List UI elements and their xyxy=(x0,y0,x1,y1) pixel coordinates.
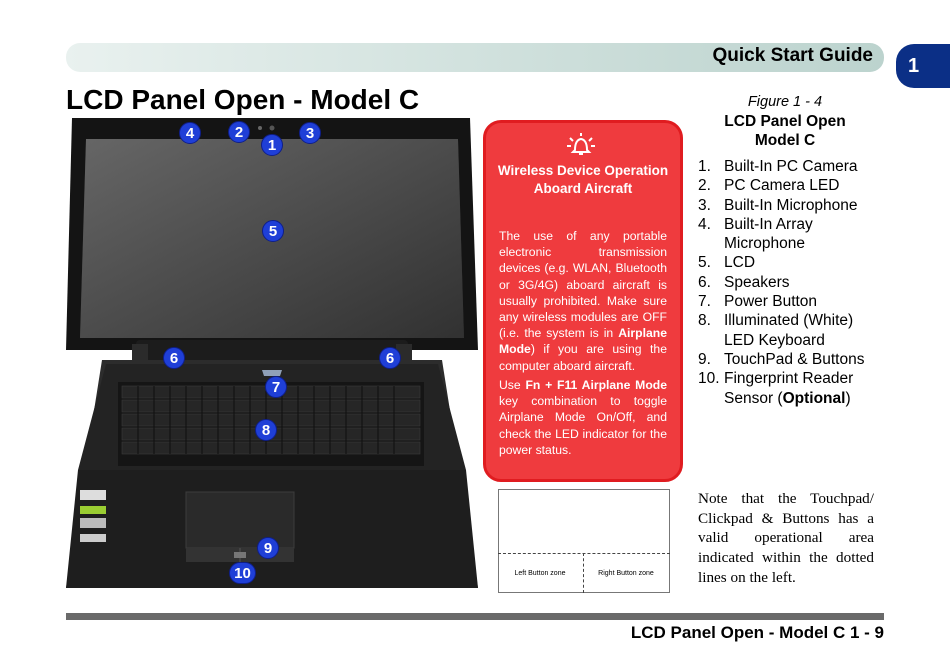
legend-text: Illuminated (White) LED Keyboard xyxy=(724,312,854,349)
airplane-mode-icon xyxy=(567,133,595,155)
footer-page-label: LCD Panel Open - Model C 1 - 9 xyxy=(630,623,884,642)
legend-item: 7. Power Button xyxy=(698,292,878,311)
legend-number: 8. xyxy=(698,312,711,330)
callout-1: 1 xyxy=(261,134,283,156)
legend-item: 6. Speakers xyxy=(698,273,878,292)
left-button-zone-label: Left Button zone xyxy=(514,570,566,577)
legend-bold-text: Optional xyxy=(782,389,846,407)
warning-title: Wireless Device Operation Aboard Aircraf… xyxy=(497,163,669,196)
legend-text-part: ) xyxy=(845,389,851,407)
legend-number: 7. xyxy=(698,293,711,311)
warning-text: key combination to toggle Airplane Mode … xyxy=(499,394,667,457)
callout-9: 9 xyxy=(257,537,279,559)
legend-text: Power Button xyxy=(724,293,818,311)
callout-8: 8 xyxy=(255,419,277,441)
legend-text: Fingerprint Reader Sensor (Optional) xyxy=(724,369,878,408)
legend-item: 8. Illuminated (White) LED Keyboard xyxy=(698,311,878,350)
chapter-tab[interactable]: 1 xyxy=(896,44,950,88)
guide-title: Quick Start Guide xyxy=(712,45,873,66)
callout-7: 7 xyxy=(265,376,287,398)
laptop-photo xyxy=(66,118,478,588)
wireless-warning-box xyxy=(483,120,683,482)
callout-3: 3 xyxy=(299,122,321,144)
legend-number: 4. xyxy=(698,215,711,233)
warning-paragraph-1: The use of any portable electronic trans… xyxy=(499,228,667,374)
legend-item: 5. LCD xyxy=(698,253,878,272)
callout-6-left: 6 xyxy=(163,347,185,369)
footer-bar xyxy=(66,613,884,620)
page-title: LCD Panel Open - Model C xyxy=(66,84,420,115)
touchpad-note: Note that the Touchpad/ Clickpad & Butto… xyxy=(698,490,874,586)
legend-item: 2. PC Camera LED xyxy=(698,176,878,195)
callout-10: 10 xyxy=(229,562,256,584)
callout-6-right: 6 xyxy=(379,347,401,369)
legend-item: 9. TouchPad & Buttons xyxy=(698,350,878,369)
warning-text: Use xyxy=(499,378,526,392)
warning-text: The use of any portable electronic trans… xyxy=(499,229,667,341)
legend-number: 5. xyxy=(698,254,711,272)
header-band xyxy=(66,43,884,72)
legend-text: LCD xyxy=(724,254,756,272)
callout-5: 5 xyxy=(262,220,284,242)
right-button-zone-label: Right Button zone xyxy=(598,570,654,577)
component-legend: 1. Built-In PC Camera 2. PC Camera LED 3. B… xyxy=(698,157,878,408)
touchpad-diagram xyxy=(498,489,670,593)
legend-text: TouchPad & Buttons xyxy=(724,350,865,368)
legend-item: 10.Fingerprint Reader Sensor (Optional) xyxy=(698,369,878,408)
legend-text: PC Camera LED xyxy=(724,177,840,195)
laptop-illustration: 4 2 1 3 5 6 6 7 8 9 10 xyxy=(66,114,478,588)
warning-paragraph-2: Use Fn + F11 Airplane Mode key combinati… xyxy=(499,377,667,458)
warning-bold-text: Fn + F11 Airplane Mode xyxy=(525,378,667,392)
touchpad-dotted-line xyxy=(498,553,670,554)
legend-number: 9. xyxy=(698,350,711,368)
legend-number: 1. xyxy=(698,158,711,175)
legend-text: Built-In Microphone xyxy=(724,196,858,214)
legend-number: 3. xyxy=(698,196,711,214)
warning-bold-text: Airplane Mode xyxy=(499,326,667,357)
figure-title: LCD Panel Open Model C xyxy=(724,113,846,149)
legend-text-part: Fingerprint Reader Sensor ( xyxy=(724,370,854,407)
legend-text: Built-In PC Camera xyxy=(724,158,858,175)
legend-item: 4. Built-In Array Microphone xyxy=(698,215,878,254)
legend-item: 3. Built-In Microphone xyxy=(698,196,878,215)
figure-label: Figure 1 - 4 xyxy=(747,94,823,110)
legend-number: 6. xyxy=(698,273,711,291)
callout-2: 2 xyxy=(228,121,250,143)
callout-4: 4 xyxy=(179,122,201,144)
touchpad-dotted-divider xyxy=(583,553,584,593)
legend-number: 10. xyxy=(698,370,720,388)
warning-text: ) if you are using the computer aboard a… xyxy=(499,342,667,373)
legend-text: Speakers xyxy=(724,273,790,291)
legend-item: 1. Built-In PC Camera xyxy=(698,157,878,176)
legend-number: 2. xyxy=(698,177,711,195)
legend-text: Built-In Array Microphone xyxy=(724,215,813,253)
